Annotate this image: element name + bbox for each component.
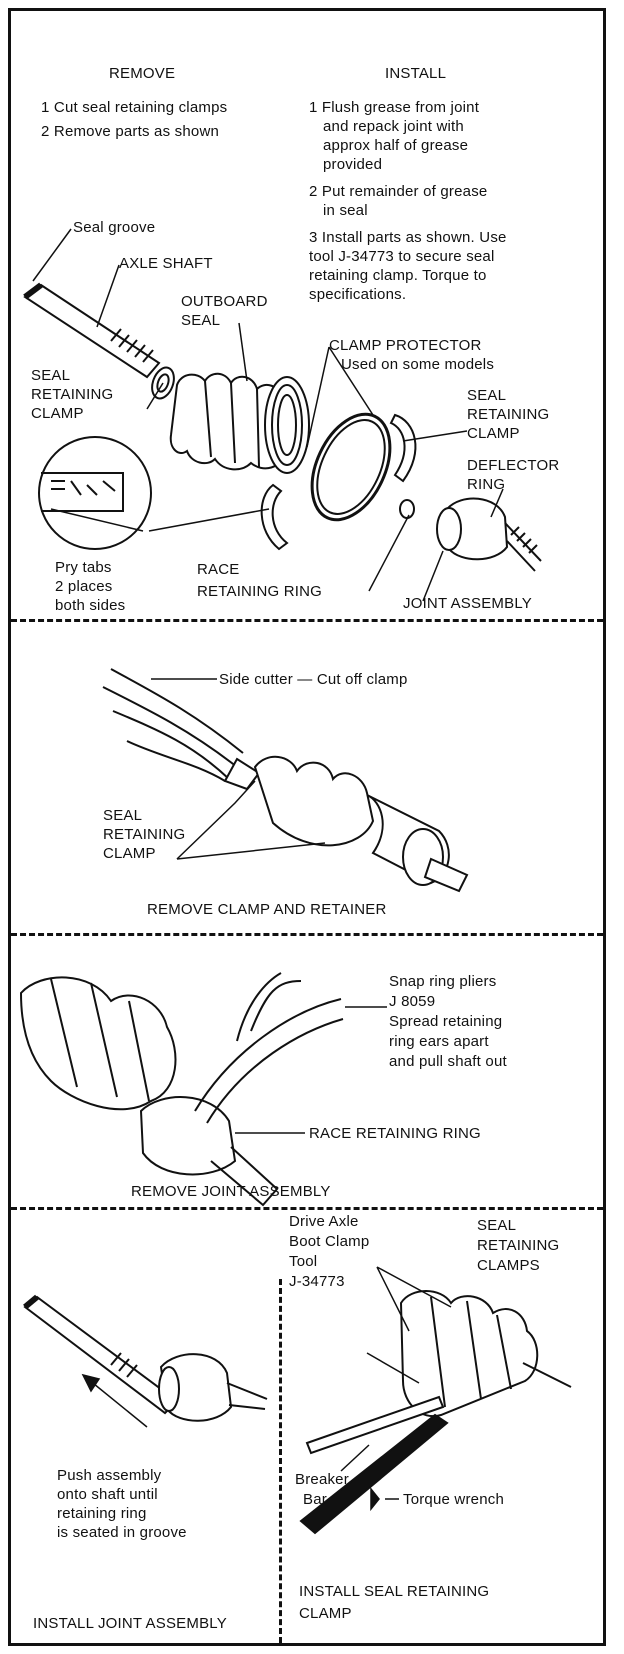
panel-divider-2 [11, 933, 603, 936]
label-outboard-seal-1: OUTBOARD [181, 293, 268, 310]
label-pry-tabs-3: both sides [55, 597, 126, 614]
label-joint-assembly: JOINT ASSEMBLY [403, 595, 532, 612]
pry-tab-inset-drawing [38, 436, 152, 550]
label-seal-clamps-2: RETAINING [477, 1237, 560, 1254]
label-pliers-1: Snap ring pliers [389, 973, 497, 990]
panel2-leader-lines [151, 678, 326, 860]
label-deflector-ring-1: DEFLECTOR [467, 457, 560, 474]
label-push-4: is seated in groove [57, 1524, 187, 1541]
install-step-3-line1: 3 Install parts as shown. Use [309, 229, 507, 246]
label-seal-groove: Seal groove [73, 219, 156, 236]
remove-heading: REMOVE [109, 65, 176, 82]
label-drive-axle-1: Drive Axle [289, 1213, 359, 1230]
label-deflector-ring-2: RING [467, 476, 506, 493]
caption-remove-clamp: REMOVE CLAMP AND RETAINER [147, 901, 387, 918]
label-race-ring-2: RETAINING RING [197, 583, 323, 600]
panel-divider-1 [11, 619, 603, 622]
label-seal-clamps-1: SEAL [477, 1217, 517, 1234]
procedure-figure: REMOVE INSTALL 1 Cut seal retaining clam… [8, 8, 606, 1646]
joint-assembly-drawing [436, 497, 542, 572]
push-arrow-drawing [81, 1373, 148, 1428]
install-step-3-line4: specifications. [309, 286, 407, 303]
panel3-leader-lines [235, 1006, 387, 1134]
label-seal-clamp-p2-1: SEAL [103, 807, 143, 824]
label-pliers-5: and pull shaft out [389, 1053, 507, 1070]
clamp-protector-drawing [260, 413, 417, 551]
label-seal-clamp-right-2: RETAINING [467, 406, 550, 423]
label-breaker-bar-2: Bar [303, 1491, 327, 1508]
remove-step-1: 1 Cut seal retaining clamps [41, 99, 228, 116]
snap-ring-pliers-drawing [194, 972, 344, 1124]
label-seal-clamp-left-1: SEAL [31, 367, 71, 384]
panel4-shaft-drawing [23, 1294, 268, 1422]
panel-divider-vertical [279, 1279, 282, 1643]
label-push-3: retaining ring [57, 1505, 147, 1522]
label-pliers-3: Spread retaining [389, 1013, 503, 1030]
panel1-leader-lines [32, 228, 504, 602]
label-clamp-protector-1: CLAMP PROTECTOR [329, 337, 482, 354]
torque-wrench-drawing [299, 1413, 449, 1535]
label-drive-axle-2: Boot Clamp [289, 1233, 370, 1250]
install-step-2-line2: in seal [323, 202, 368, 219]
caption-install-clamp-2: CLAMP [299, 1605, 352, 1622]
panel2-boot-drawing [253, 756, 469, 893]
install-step-1-line2: and repack joint with [323, 118, 464, 135]
panel3-boot-drawing [19, 976, 279, 1207]
label-pry-tabs-2: 2 places [55, 578, 113, 595]
install-step-1-line3: approx half of grease [323, 137, 469, 154]
label-axle-shaft: AXLE SHAFT [119, 255, 213, 272]
label-drive-axle-4: J-34773 [289, 1273, 345, 1290]
label-race-ring-p3: RACE RETAINING RING [309, 1125, 481, 1142]
side-cutter-drawing [102, 668, 261, 791]
label-seal-clamp-right-3: CLAMP [467, 425, 520, 442]
caption-install-joint: INSTALL JOINT ASSEMBLY [33, 1615, 227, 1632]
label-pliers-2: J 8059 [389, 993, 436, 1010]
label-drive-axle-3: Tool [289, 1253, 318, 1270]
label-pry-tabs-1: Pry tabs [55, 559, 112, 576]
label-clamp-protector-2: Used on some models [341, 356, 495, 373]
install-heading: INSTALL [385, 65, 447, 82]
label-outboard-seal-2: SEAL [181, 312, 221, 329]
install-step-3-line2: tool J-34773 to secure seal [309, 248, 495, 265]
label-push-1: Push assembly [57, 1467, 162, 1484]
label-push-2: onto shaft until [57, 1486, 158, 1503]
install-step-1-line1: 1 Flush grease from joint [309, 99, 480, 116]
install-step-1-line4: provided [323, 156, 383, 173]
label-pliers-4: ring ears apart [389, 1033, 489, 1050]
label-breaker-bar-1: Breaker [295, 1471, 349, 1488]
label-seal-clamp-left-3: CLAMP [31, 405, 84, 422]
race-retaining-ring-drawing [399, 499, 415, 519]
outboard-seal-drawing [169, 372, 310, 474]
install-step-2-line1: 2 Put remainder of grease [309, 183, 488, 200]
panel4-boot-drawing [399, 1290, 572, 1418]
panel-divider-3 [11, 1207, 603, 1210]
remove-step-2: 2 Remove parts as shown [41, 123, 220, 140]
install-step-3-line3: retaining clamp. Torque to [309, 267, 487, 284]
panel4-leader-lines [340, 1266, 452, 1512]
illustration-layer [19, 228, 572, 1535]
label-side-cutter: Side cutter — Cut off clamp [219, 671, 408, 688]
label-seal-clamp-p2-2: RETAINING [103, 826, 186, 843]
axle-shaft-drawing [23, 282, 161, 379]
large-seal-clamp-drawing [310, 412, 392, 522]
caption-install-clamp-1: INSTALL SEAL RETAINING [299, 1583, 490, 1600]
boot-clamp-tool-drawing [305, 1395, 445, 1455]
small-seal-clamp-drawing [151, 366, 175, 400]
caption-remove-joint: REMOVE JOINT ASSEMBLY [131, 1183, 331, 1200]
label-seal-clamp-left-2: RETAINING [31, 386, 114, 403]
label-seal-clamp-p2-3: CLAMP [103, 845, 156, 862]
label-seal-clamp-right-1: SEAL [467, 387, 507, 404]
label-seal-clamps-3: CLAMPS [477, 1257, 540, 1274]
label-race-ring-1: RACE [197, 561, 240, 578]
label-torque-wrench: Torque wrench [403, 1491, 504, 1508]
